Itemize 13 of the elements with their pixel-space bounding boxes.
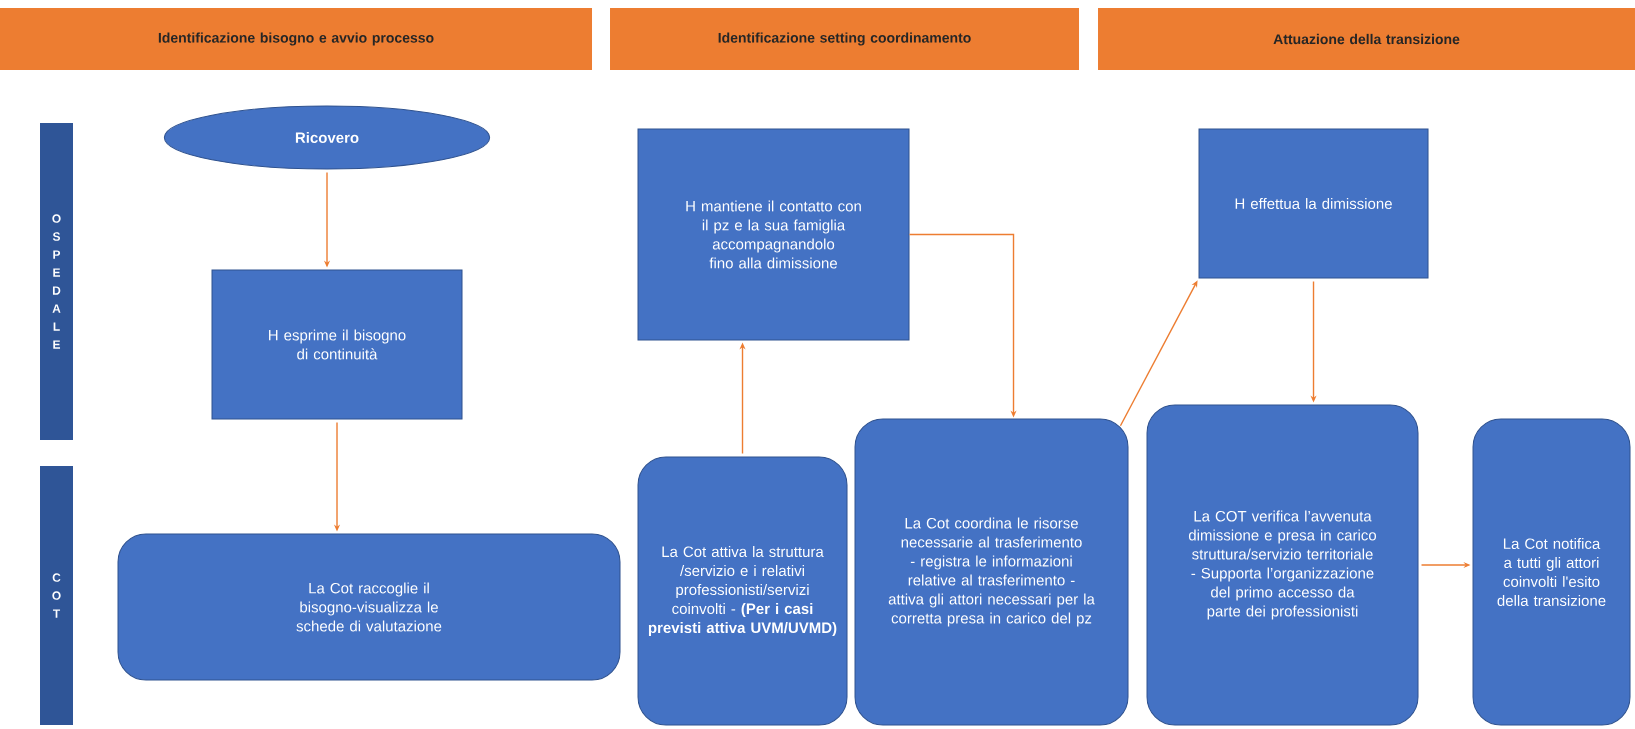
lane-label: OSPEDALE — [40, 123, 73, 440]
lane-label: COT — [40, 466, 73, 725]
process-box: H esprime il bisogno di continuità — [211, 269, 463, 420]
process-box: La Cot notifica a tutti gli attori coinvolti l'esito della transizione — [1472, 418, 1631, 726]
process-box: La Cot coordina le risorse necessarie al trasferimento - registra le informazioni relative al trasferimento - attiva gli attori necessari per la corretta presa in carico del pz — [854, 418, 1129, 726]
phase-header: Identificazione setting coordinamento — [610, 8, 1079, 70]
process-box: La COT verifica l’avvenuta dimissione e presa in carico struttura/servizio territoriale - Supporta l’organizzazione del primo accesso da parte dei professionisti — [1146, 404, 1419, 726]
process-box: H mantiene il contatto con il pz e la sua famiglia accompagnandolo fino alla dimissione — [637, 128, 910, 341]
process-box: H effettua la dimissione — [1198, 128, 1429, 279]
phase-header: Identificazione bisogno e avvio processo — [0, 8, 592, 70]
process-box: La Cot raccoglie il bisogno-visualizza le schede di valutazione — [117, 533, 621, 681]
phase-header: Attuazione della transizione — [1098, 8, 1635, 70]
process-box: La Cot attiva la struttura /servizio e i relativi professionisti/servizi coinvolti - (Per i casi previsti attiva UVM/UVMD) — [637, 456, 848, 726]
